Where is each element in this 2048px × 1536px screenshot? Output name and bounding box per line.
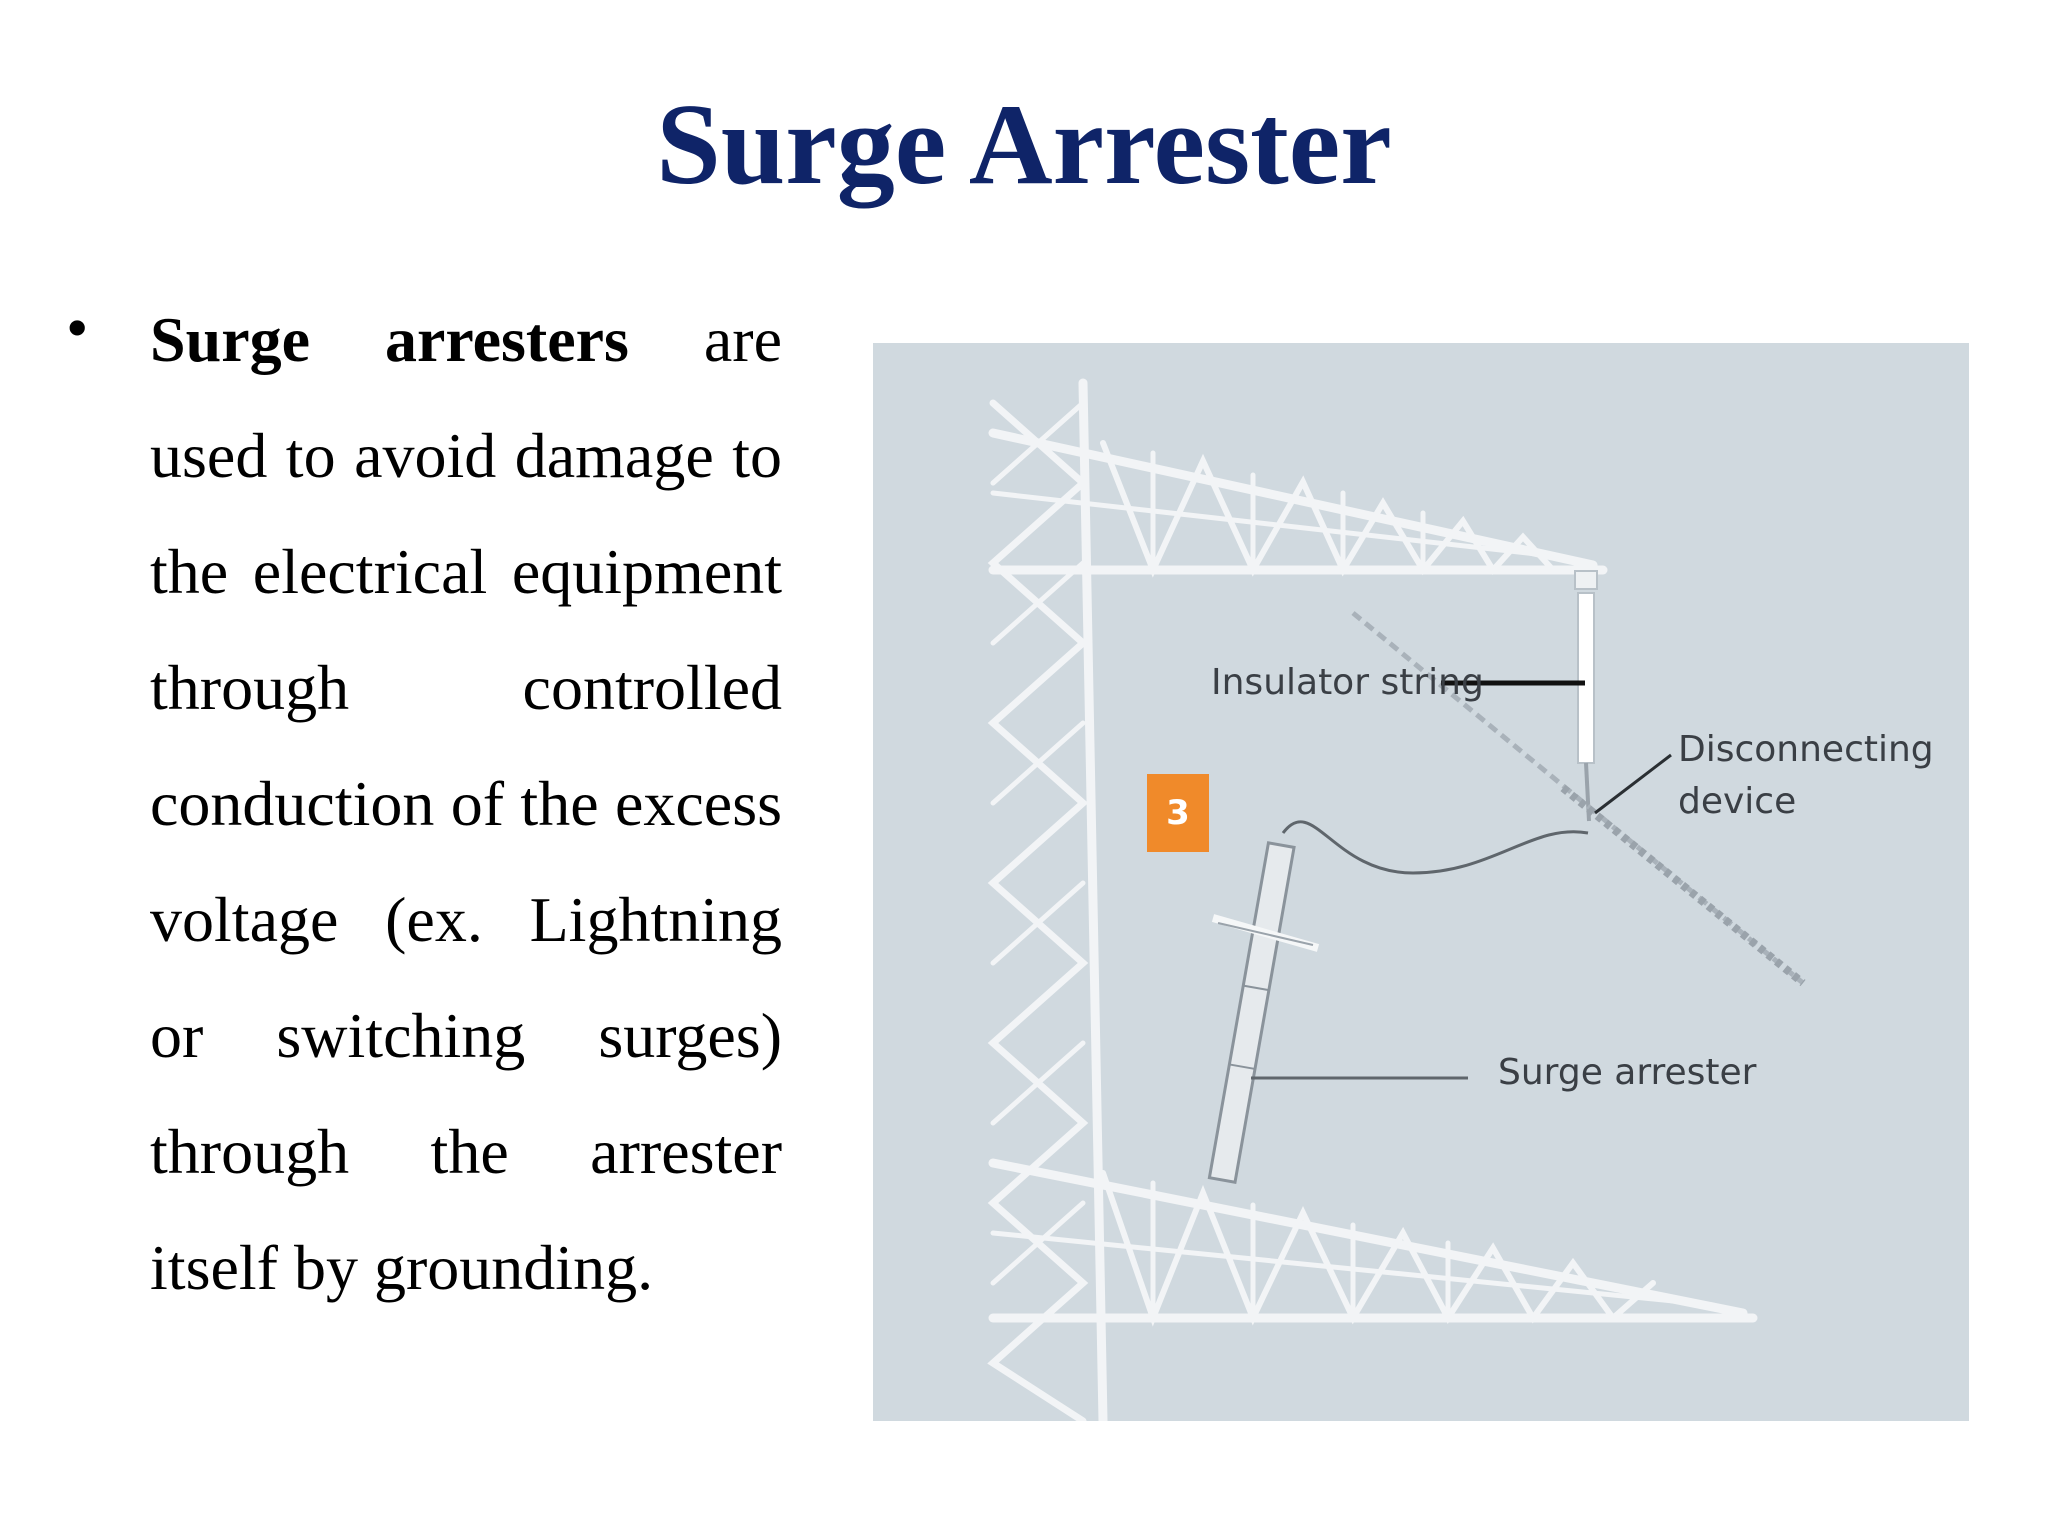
insulator-string-label: Insulator string [1211, 662, 1484, 703]
step-number-badge: 3 [1147, 774, 1209, 852]
surge-arrester-diagram: 3 Insulator string Disconnecting device … [873, 343, 1969, 1421]
bullet-body: are used to avoid damage to the electric… [150, 304, 782, 1303]
bullet-marker: • [66, 292, 89, 363]
slide-title: Surge Arrester [656, 81, 1392, 209]
surge-arrester-label: Surge arrester [1498, 1052, 1757, 1093]
tower-illustration [987, 378, 1806, 1421]
bullet-bold-term: Surge arresters [150, 304, 629, 375]
bullet-text: Surge arresters are used to avoid damage… [150, 282, 782, 1326]
disconnecting-device-label: Disconnecting device [1678, 729, 1934, 822]
